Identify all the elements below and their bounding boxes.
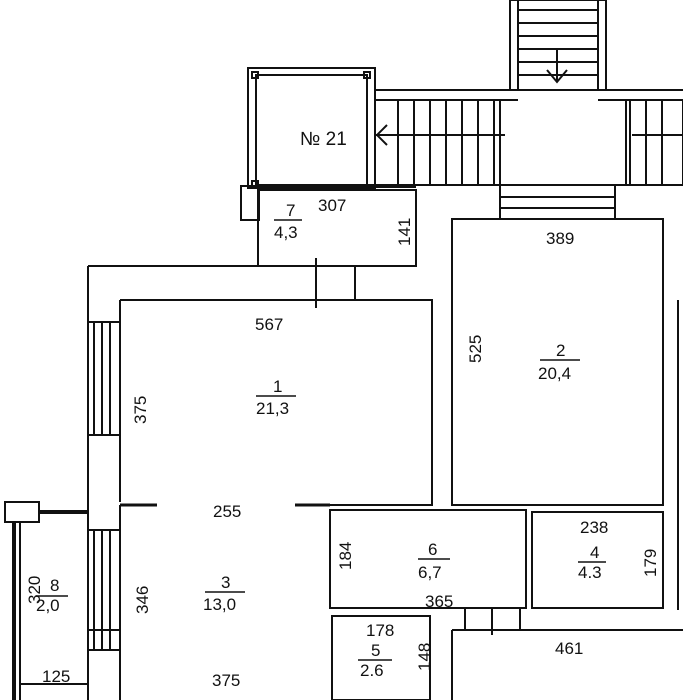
window-left-lower	[88, 529, 120, 651]
svg-text:21,3: 21,3	[256, 399, 289, 418]
column	[4, 501, 40, 523]
dimension-label: 125	[42, 667, 70, 686]
dimension-label: 141	[395, 218, 414, 246]
dimension-label: 389	[546, 229, 574, 248]
svg-text:6: 6	[428, 540, 437, 559]
column	[240, 185, 260, 221]
dimension-label: 255	[213, 502, 241, 521]
dimension-label: 525	[466, 335, 485, 363]
room-3-label: 3 13,0	[203, 573, 245, 614]
room-7-wall	[257, 189, 417, 267]
svg-text:4,3: 4,3	[274, 223, 298, 242]
stair-treads-landing	[397, 100, 683, 185]
dimension-label: 567	[255, 315, 283, 334]
dimension-label: 307	[318, 196, 346, 215]
svg-text:3: 3	[221, 573, 230, 592]
svg-text:13,0: 13,0	[203, 595, 236, 614]
stair-landing-wall	[374, 68, 683, 101]
corridor-lower-wall	[451, 608, 683, 700]
dimension-label: 375	[212, 671, 240, 690]
room-5-label: 5 2.6	[358, 641, 392, 680]
dimension-label: 238	[580, 518, 608, 537]
unit-number: № 21	[300, 129, 347, 150]
room-1-label: 1 21,3	[256, 377, 296, 418]
svg-text:2,0: 2,0	[36, 596, 60, 615]
corridor-wall	[87, 265, 416, 700]
room-2-wall	[451, 218, 664, 506]
svg-text:20,4: 20,4	[538, 364, 571, 383]
svg-text:5: 5	[371, 641, 380, 660]
dimension-label: 461	[555, 639, 583, 658]
stair-outer-wall	[509, 0, 607, 91]
dimension-label: 346	[133, 586, 152, 614]
room-6-wall	[329, 509, 527, 609]
room-8-label: 8 2,0	[36, 576, 68, 615]
svg-text:2: 2	[556, 341, 565, 360]
room-4-label: 4 4.3	[578, 543, 606, 582]
svg-text:8: 8	[50, 576, 59, 595]
dimension-label: 178	[366, 621, 394, 640]
svg-text:1: 1	[273, 377, 282, 396]
dimension-label: 365	[425, 592, 453, 611]
room-2-label: 2 20,4	[538, 341, 580, 383]
dimension-label: 320	[25, 576, 44, 604]
svg-text:2.6: 2.6	[360, 661, 384, 680]
dimension-label: 184	[336, 542, 355, 570]
room-4-wall	[531, 511, 664, 609]
room-7-label: 7 4,3	[274, 201, 302, 242]
balcony-post	[251, 71, 259, 79]
svg-text:4.3: 4.3	[578, 563, 602, 582]
svg-text:4: 4	[590, 543, 599, 562]
svg-text:6,7: 6,7	[418, 563, 442, 582]
dimension-label: 375	[131, 396, 150, 424]
window-left-upper	[88, 321, 120, 436]
room-6-label: 6 6,7	[418, 540, 450, 582]
arrow-left-icon	[375, 124, 388, 146]
dimension-label: 179	[641, 549, 660, 577]
balcony-wall	[247, 67, 376, 189]
room-5-wall	[331, 615, 431, 700]
svg-text:7: 7	[286, 201, 295, 220]
entry-steps	[499, 184, 616, 220]
dimension-label: 148	[415, 643, 434, 671]
balcony-post	[363, 71, 371, 79]
